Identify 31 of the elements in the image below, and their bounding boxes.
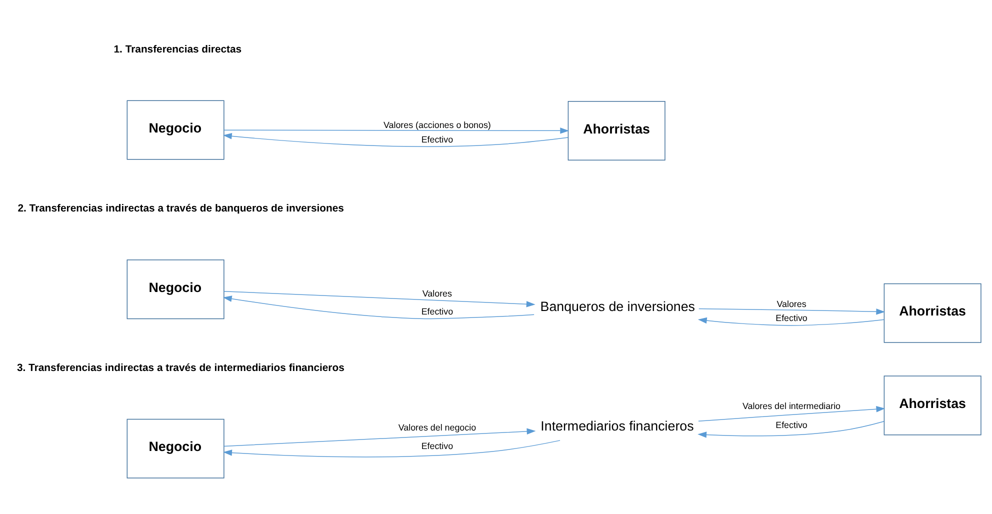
arrow [698, 405, 886, 422]
arrow [698, 420, 884, 438]
arrow [224, 127, 570, 134]
arrow [698, 308, 886, 314]
arrow [223, 440, 560, 457]
label: 3. Transferencias indirectas a través de intermediarios financieros [16, 362, 344, 374]
edge-label: Valores [776, 298, 806, 308]
arrow [222, 132, 568, 146]
arrow [224, 428, 536, 446]
arrow [222, 295, 534, 319]
edge-label: Valores [422, 288, 452, 298]
edge-label: Valores del negocio [398, 422, 476, 432]
node-box: Ahorristas [884, 282, 982, 342]
edge-label: Valores (acciones o bonos) [383, 120, 491, 130]
node-text: Banqueros de inversiones [540, 298, 695, 314]
arrow [224, 290, 536, 307]
label: 2. Transferencias indirectas a través de banqueros de inversiones [18, 203, 344, 214]
edge-label: Efectivo [776, 312, 808, 323]
edge-label: Efectivo [421, 134, 454, 144]
arrow [698, 316, 884, 326]
node-box: Negocio [126, 259, 224, 319]
edge-label: Valores del intermediario [742, 400, 841, 410]
edge-label: Efectivo [421, 306, 454, 316]
label: 1. Transferencias directas [114, 44, 242, 55]
node-box: Negocio [126, 100, 224, 160]
edge-label: Efectivo [421, 440, 454, 451]
edge-label: Efectivo [776, 420, 808, 430]
node-box: Ahorristas [568, 100, 666, 160]
node-box: Ahorristas [884, 375, 982, 435]
node-text: Intermediarios financieros [540, 418, 694, 433]
node-box: Negocio [126, 418, 224, 478]
